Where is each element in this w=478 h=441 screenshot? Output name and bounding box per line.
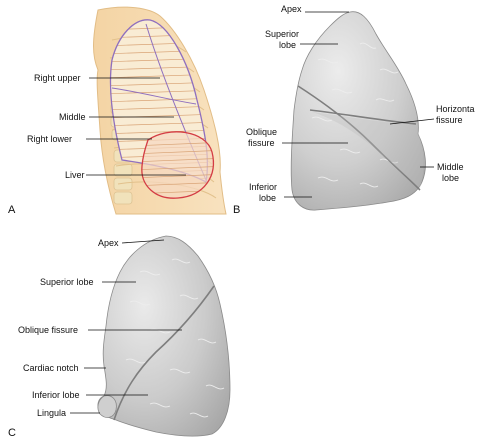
panel-a-thorax-section: Right upper Middle Right lower Liver A [8, 6, 227, 216]
label-right-lower: Right lower [27, 134, 72, 144]
right-lung-surface [290, 11, 426, 211]
middle-lobe-shade [312, 112, 424, 188]
label-lingula: Lingula [37, 408, 66, 418]
label-apex-c: Apex [98, 238, 119, 248]
label-cardiac-notch: Cardiac notch [23, 363, 79, 373]
lingula-shape [97, 395, 117, 418]
label-oblique-fissure-1: Oblique [246, 127, 277, 137]
liver-section [141, 131, 214, 199]
lung-surface-texture [125, 258, 225, 418]
label-inferior-lobe-c: Inferior lobe [32, 390, 80, 400]
label-liver: Liver [65, 170, 85, 180]
label-inferior-lobe-2: lobe [259, 193, 276, 203]
panel-c-left-lung: Apex Superior lobe Oblique fissure Cardi… [8, 235, 231, 439]
label-superior-lobe-c: Superior lobe [40, 277, 94, 287]
label-oblique-fissure-2: fissure [248, 138, 275, 148]
panel-letter-a: A [8, 204, 16, 216]
label-right-upper: Right upper [34, 73, 81, 83]
label-superior-lobe-1: Superior [265, 29, 299, 39]
label-middle-lobe-1: Middle [437, 162, 464, 172]
label-horizontal-fissure-2: fissure [436, 115, 463, 125]
label-middle: Middle [59, 112, 86, 122]
label-horizontal-fissure-1: Horizonta [436, 104, 475, 114]
leader-apex-c [121, 239, 165, 244]
oblique-fissure-line [297, 85, 421, 191]
label-apex: Apex [281, 4, 302, 14]
leader-horizontal-fissure [389, 118, 435, 125]
panel-b-right-lung: Apex Superior lobe Horizonta fissure Obl… [233, 4, 475, 216]
panel-letter-c: C [8, 427, 16, 439]
left-lung-surface [97, 235, 231, 437]
label-superior-lobe-2: lobe [279, 40, 296, 50]
label-oblique-fissure-c: Oblique fissure [18, 325, 78, 335]
panel-letter-b: B [233, 204, 240, 216]
oblique-fissure-line [113, 285, 215, 421]
lobe-boundary-line [111, 87, 197, 105]
label-inferior-lobe-1: Inferior [249, 182, 277, 192]
label-middle-lobe-2: lobe [442, 173, 459, 183]
